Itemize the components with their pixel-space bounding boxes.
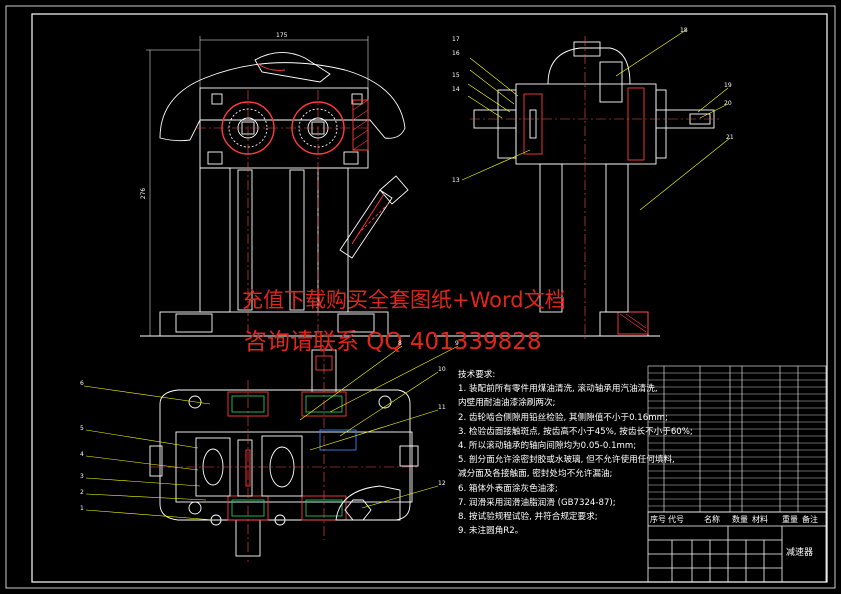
part-label: 19 — [724, 82, 732, 89]
front-view — [140, 36, 410, 337]
requirement-line: 3. 检验齿面接触斑点, 按齿高不小于45%, 按齿长不小于60%; — [458, 426, 693, 437]
technical-requirements-heading: 技术要求: — [458, 370, 496, 380]
side-view — [434, 29, 731, 340]
part-label: 16 — [452, 50, 460, 57]
bom-rows — [648, 372, 826, 507]
front-column-left — [199, 167, 231, 313]
requirement-line: 2. 齿轮啮合侧隙用铅丝检验, 其侧隙值不小于0.16mm; — [458, 412, 668, 423]
part-label: 11 — [438, 404, 446, 411]
part-label: 4 — [80, 451, 84, 458]
bom-header-code: 代号 — [668, 515, 684, 524]
side-column-right — [605, 163, 629, 313]
section-view — [83, 345, 459, 562]
part-label: 8 — [398, 340, 402, 347]
requirement-line: 4. 所以滚动轴承的轴向间隙均为0.05-0.1mm; — [458, 441, 637, 452]
part-label: 17 — [452, 36, 460, 43]
part-label: 18 — [680, 27, 688, 34]
part-label: 5 — [80, 425, 84, 432]
bom-header-index: 序号 — [650, 515, 666, 524]
part-label: 21 — [726, 134, 734, 141]
requirement-line: 内壁用耐油油漆涂刷两次; — [458, 398, 556, 409]
part-label: 14 — [452, 86, 460, 93]
part-label: 1 — [80, 505, 84, 512]
outer-border — [5, 5, 836, 589]
bom-header-remark: 备注 — [802, 515, 818, 524]
technical-requirements: 技术要求: 1. 装配前所有零件用煤油清洗, 滚动轴承用汽油清洗, 内壁用耐油油… — [458, 368, 693, 538]
requirement-line: 减分面及各接触面, 密封处均不允许漏油; — [458, 469, 613, 480]
requirement-line: 6. 箱体外表面涂灰色油漆; — [458, 483, 558, 494]
part-label: 3 — [80, 473, 84, 480]
bom-header-name: 名称 — [704, 515, 720, 524]
title-block — [647, 511, 827, 583]
watermark-line-1: 充值下载购买全套图纸+Word文档 — [242, 288, 566, 312]
part-label: 20 — [724, 100, 732, 107]
part-label: 10 — [438, 366, 446, 373]
dimension-width: 175 — [276, 32, 288, 39]
drawing-title: 减速器 — [786, 548, 814, 558]
part-label: 2 — [80, 489, 84, 496]
dimension-height: 276 — [140, 187, 148, 200]
part-label: 9 — [455, 340, 459, 347]
side-housing — [515, 83, 657, 165]
inner-border — [31, 13, 828, 583]
requirement-line: 1. 装配前所有零件用煤油清洗, 滚动轴承用汽油清洗, — [458, 384, 658, 395]
part-label: 15 — [452, 72, 460, 79]
requirement-line: 5. 剖分面允许涂密封胶或水玻璃, 但不允许使用任何填料, — [458, 455, 675, 466]
part-label: 6 — [80, 380, 84, 387]
part-label: 12 — [438, 480, 446, 487]
front-cover-profile — [159, 62, 406, 142]
section-housing — [159, 389, 411, 521]
requirement-line: 8. 按试验规程试验, 并符合规定要求; — [458, 512, 598, 523]
requirement-line: 9. 未注圆角R2。 — [458, 526, 524, 537]
requirement-line: 7. 润滑采用润滑油脂润滑 (GB7324-87); — [458, 497, 616, 508]
part-label: 13 — [452, 177, 460, 184]
bom-header-qty: 数量 — [732, 515, 748, 524]
bom-table — [647, 365, 827, 513]
bom-header-material: 材料 — [752, 515, 768, 524]
bom-header-weight: 重量 — [782, 515, 798, 524]
watermark-line-2: 咨询请联系 QQ 401339828 — [244, 329, 542, 355]
